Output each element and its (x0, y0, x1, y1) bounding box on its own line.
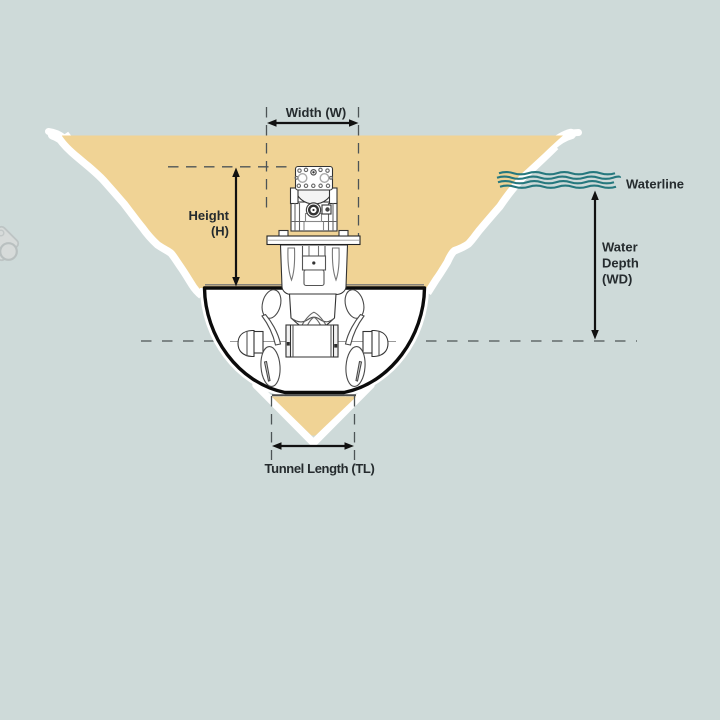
svg-text:Waterline: Waterline (626, 177, 684, 192)
svg-text:Height: Height (189, 208, 230, 223)
svg-text:(WD): (WD) (602, 271, 632, 286)
svg-text:(H): (H) (211, 224, 229, 239)
svg-text:Width (W): Width (W) (286, 105, 347, 120)
svg-text:Tunnel Length (TL): Tunnel Length (TL) (265, 461, 375, 476)
svg-text:Water: Water (602, 240, 638, 255)
svg-text:Depth: Depth (602, 255, 639, 270)
